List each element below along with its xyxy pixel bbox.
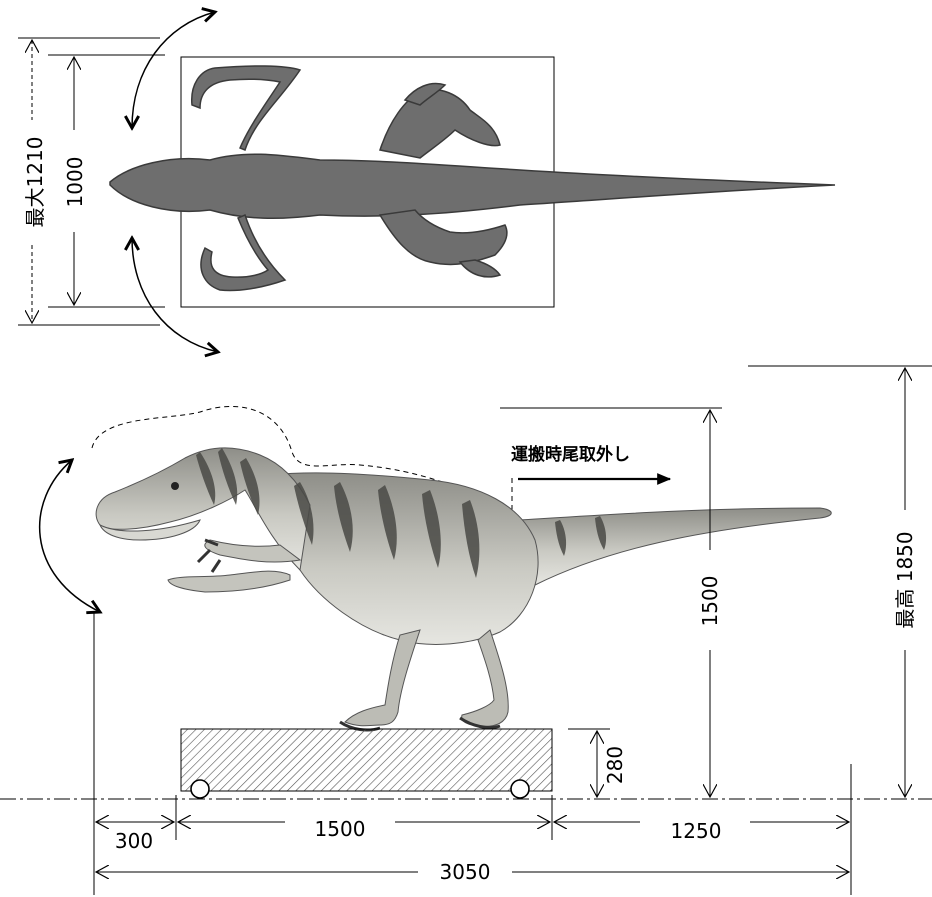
front-wheel-icon: [190, 779, 210, 799]
rear-offset-label: 1250: [671, 819, 722, 843]
dinosaur-side-figure: [95, 447, 832, 732]
head-rotation-arrow-icon: [39, 460, 100, 612]
transport-note: 運搬時尾取外し: [511, 444, 630, 465]
front-offset-label: 300: [115, 829, 153, 853]
eye: [171, 482, 179, 490]
dinosaur-top-silhouette: [109, 65, 836, 292]
overall-width-label: 最大1210: [23, 137, 47, 228]
top-rotation-arrow-up-icon: [132, 12, 215, 128]
top-rotation-arrow-down-icon: [132, 238, 218, 352]
top-view: 最大1210 1000: [18, 12, 836, 352]
height-label: 1500: [698, 576, 722, 627]
base-height-label: 280: [603, 746, 627, 784]
max-height-label: 最高 1850: [893, 531, 917, 628]
side-view: 運搬時尾取外し: [0, 365, 932, 895]
base-length-label: 1500: [315, 817, 366, 841]
body-width-label: 1000: [63, 157, 87, 208]
total-length-label: 3050: [440, 860, 491, 884]
base-platform: [180, 728, 553, 792]
rear-wheel-icon: [510, 779, 530, 799]
head-swing-outline: [91, 405, 513, 513]
